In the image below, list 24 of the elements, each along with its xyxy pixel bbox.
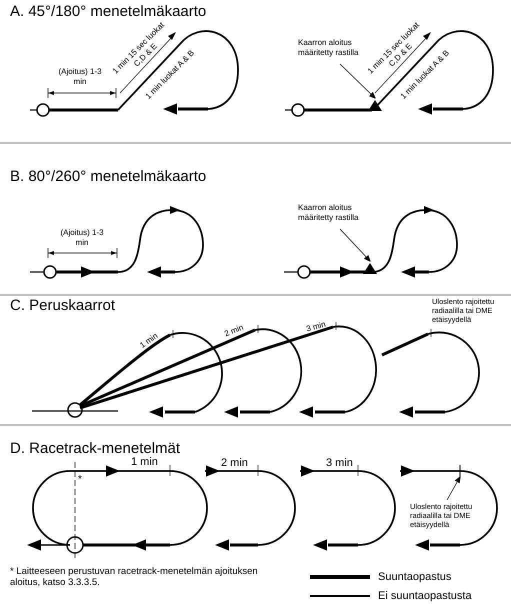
leg-time-label: 1 min (137, 330, 160, 352)
legend-label: Ei suuntaopastusta (378, 588, 472, 604)
footnote: * Laitteeseen perustuvan racetrack-menetelmän ajoituksen aloitus, katso 3.3.3.5. (10, 566, 259, 589)
note-text: Kaarron aloitus määritetty rastilla (298, 203, 360, 222)
leg-time-label: 2 min (222, 322, 246, 341)
section-heading: B. 80°/260° menetelmäkaarto (10, 168, 208, 186)
section-heading: D. Racetrack-menetelmät (10, 440, 182, 457)
timing-label: (Ajoitus) 1-3 min (57, 67, 103, 86)
tick-mark (457, 465, 463, 477)
leader-line (340, 64, 376, 99)
fix-triangle (363, 263, 377, 274)
leader-line (340, 228, 371, 262)
leader-line (446, 476, 461, 500)
section-heading: C. Peruskaarrot (10, 297, 116, 315)
section-heading: A. 45°/180° menetelmäkaarto (10, 3, 208, 21)
legend-label: Suuntaopastus (378, 570, 452, 585)
asterisk-mark: * (78, 474, 83, 486)
leg-time-label: 1 min (131, 456, 159, 470)
timing-label: (Ajoitus) 1-3 min (59, 228, 105, 248)
note-text: Kaarron aloitus määritetty rastilla (298, 38, 360, 58)
leg-time-label: 3 min (304, 319, 328, 336)
fix-triangle (368, 100, 382, 111)
leg-time-label: 3 min (326, 457, 354, 470)
leg-time-label: 2 min (221, 457, 249, 470)
